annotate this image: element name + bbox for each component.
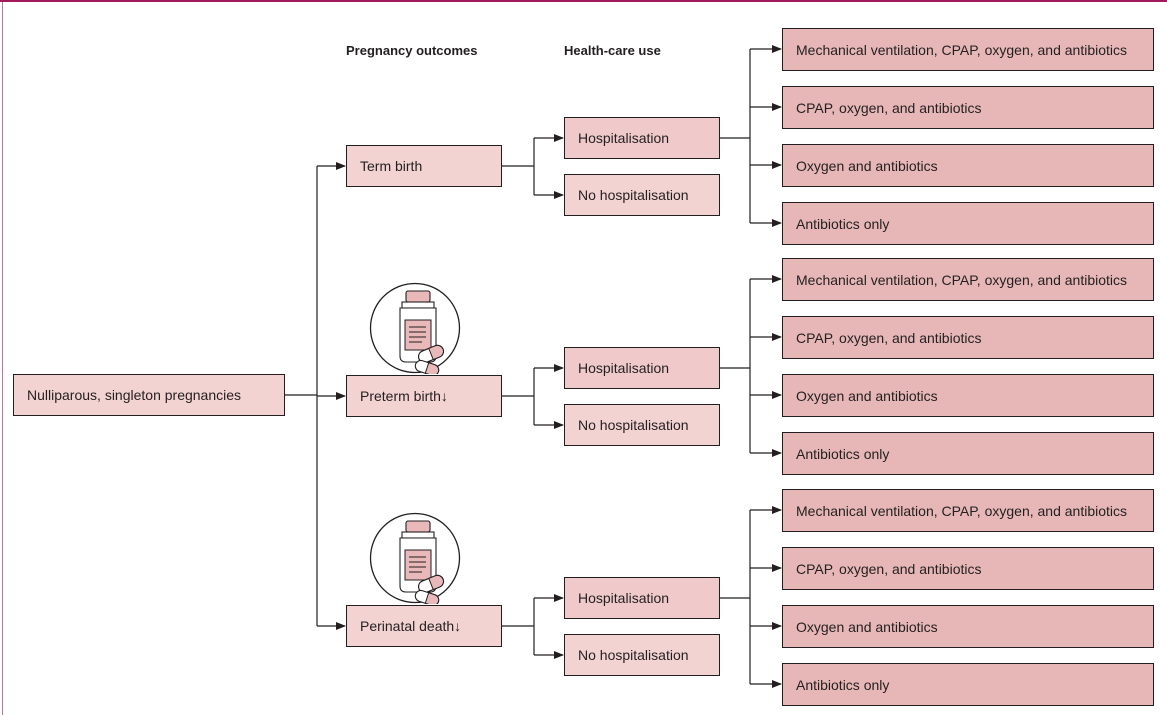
treatment-node: Mechanical ventilation, CPAP, oxygen, an…: [782, 28, 1154, 71]
treatment-node: Oxygen and antibiotics: [782, 374, 1154, 417]
treatment-node: CPAP, oxygen, and antibiotics: [782, 316, 1154, 359]
pill-bottle-icon: [369, 512, 461, 604]
treatment-label: CPAP, oxygen, and antibiotics: [796, 329, 982, 346]
no-hospitalisation-node: No hospitalisation: [564, 404, 720, 446]
outcome-label: Perinatal death↓: [360, 618, 462, 634]
treatment-label: Oxygen and antibiotics: [796, 387, 938, 404]
treatment-label: CPAP, oxygen, and antibiotics: [796, 560, 982, 577]
treatment-label: Antibiotics only: [796, 215, 890, 232]
outcome-label: Term birth: [360, 158, 423, 174]
treatment-label: Antibiotics only: [796, 676, 890, 693]
outcome-node-term-birth: Term birth: [346, 145, 502, 187]
no-hospitalisation-label: No hospitalisation: [578, 417, 689, 433]
treatment-node: Antibiotics only: [782, 663, 1154, 706]
treatment-node: CPAP, oxygen, and antibiotics: [782, 547, 1154, 590]
hospitalisation-label: Hospitalisation: [578, 130, 670, 146]
root-node: Nulliparous, singleton pregnancies: [13, 374, 285, 416]
top-rule: [0, 0, 1167, 2]
hospitalisation-label: Hospitalisation: [578, 360, 670, 376]
hospitalisation-label: Hospitalisation: [578, 590, 670, 606]
treatment-label: CPAP, oxygen, and antibiotics: [796, 99, 982, 116]
no-hospitalisation-node: No hospitalisation: [564, 634, 720, 676]
treatment-node: Antibiotics only: [782, 202, 1154, 245]
header-health-care-use: Health-care use: [564, 43, 661, 58]
treatment-node: Mechanical ventilation, CPAP, oxygen, an…: [782, 489, 1154, 532]
outcome-node-perinatal-death: Perinatal death↓: [346, 605, 502, 647]
treatment-label: Antibiotics only: [796, 445, 890, 462]
treatment-label: Mechanical ventilation, CPAP, oxygen, an…: [796, 502, 1128, 519]
no-hospitalisation-node: No hospitalisation: [564, 174, 720, 216]
no-hospitalisation-label: No hospitalisation: [578, 647, 689, 663]
outcome-node-preterm-birth: Preterm birth↓: [346, 375, 502, 417]
hospitalisation-node: Hospitalisation: [564, 117, 720, 159]
treatment-node: Oxygen and antibiotics: [782, 144, 1154, 187]
root-node-label: Nulliparous, singleton pregnancies: [27, 387, 242, 403]
left-rule: [2, 2, 3, 715]
treatment-label: Oxygen and antibiotics: [796, 157, 938, 174]
treatment-node: Oxygen and antibiotics: [782, 605, 1154, 648]
header-pregnancy-outcomes: Pregnancy outcomes: [346, 43, 478, 58]
treatment-node: Antibiotics only: [782, 432, 1154, 475]
hospitalisation-node: Hospitalisation: [564, 577, 720, 619]
treatment-label: Oxygen and antibiotics: [796, 618, 938, 635]
pill-bottle-icon: [369, 282, 461, 374]
outcome-label: Preterm birth↓: [360, 388, 448, 404]
hospitalisation-node: Hospitalisation: [564, 347, 720, 389]
treatment-node: Mechanical ventilation, CPAP, oxygen, an…: [782, 258, 1154, 301]
no-hospitalisation-label: No hospitalisation: [578, 187, 689, 203]
treatment-label: Mechanical ventilation, CPAP, oxygen, an…: [796, 271, 1128, 288]
treatment-label: Mechanical ventilation, CPAP, oxygen, an…: [796, 41, 1128, 58]
treatment-node: CPAP, oxygen, and antibiotics: [782, 86, 1154, 129]
